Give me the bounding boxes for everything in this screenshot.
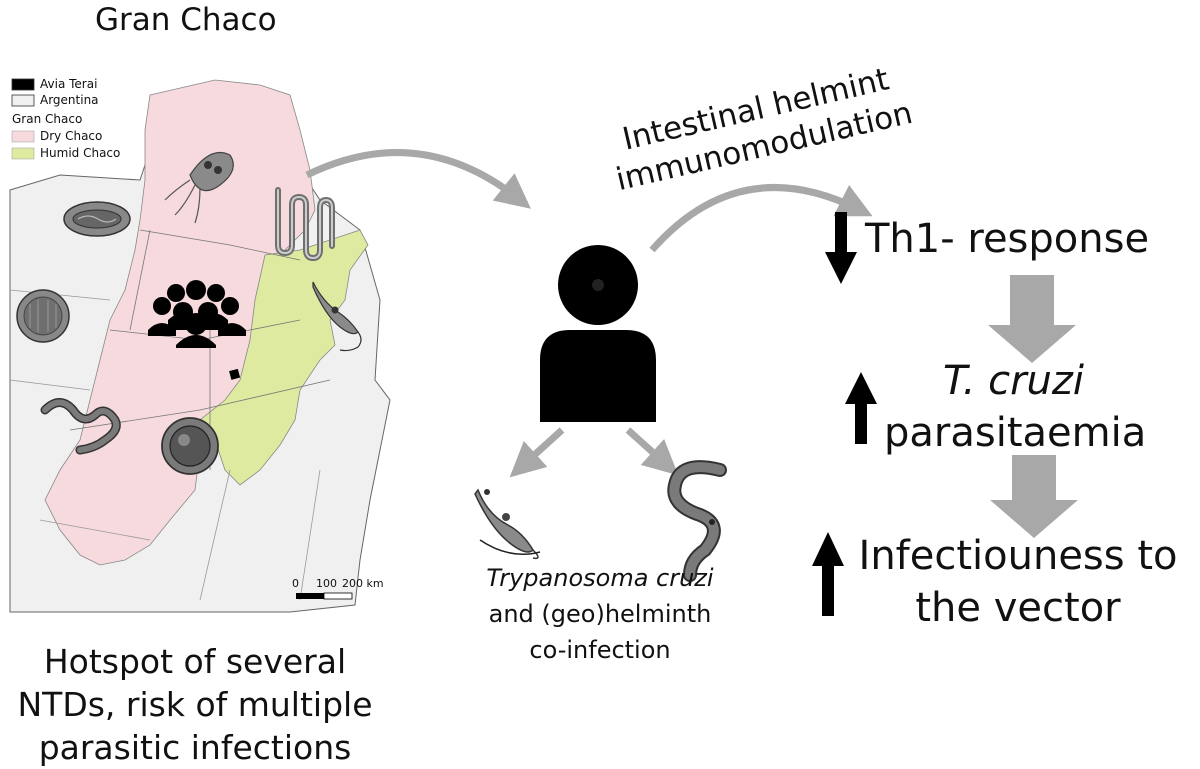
scale-bar — [296, 592, 353, 600]
cascade-arrow-1 — [988, 275, 1076, 363]
coinfection-line-2: co-infection — [529, 636, 671, 664]
legend-label-argentina: Argentina — [40, 93, 99, 107]
th1-response-label: Th1- response — [865, 216, 1150, 262]
helminth-egg-round-icon — [16, 289, 70, 343]
trypanosome-map-icon — [312, 281, 362, 352]
helminth-egg-oval-icon — [63, 201, 131, 237]
host-person-icon — [540, 245, 656, 422]
cascade-arrow-2 — [990, 455, 1078, 538]
infectiousness-up-arrow — [812, 532, 844, 616]
trypanosome-icon — [474, 488, 541, 560]
humid-chaco-region — [199, 229, 369, 486]
map-title: Gran Chaco — [95, 2, 277, 38]
hotspot-caption: Hotspot of several NTDs, risk of multipl… — [0, 640, 390, 769]
arrow-host-to-helminth — [625, 427, 679, 476]
th1-down-arrow — [825, 212, 857, 284]
legend-group-title: Gran Chaco — [12, 112, 83, 126]
coinfection-caption: Trypanosoma cruzi and (geo)helminth co-i… — [440, 560, 760, 668]
map — [9, 78, 391, 613]
giardia-icon — [164, 151, 234, 224]
coinfection-line-1: and (geo)helminth — [488, 600, 712, 628]
helminth-egg-large-icon — [161, 417, 219, 475]
scale-tick-200: 200 km — [342, 577, 384, 590]
arrow-host-to-trypanosome — [509, 427, 565, 478]
population-icon — [148, 280, 246, 348]
parasitaemia-species-label: T. cruzi — [943, 358, 1085, 404]
scale-tick-100: 100 — [316, 577, 337, 590]
arrow-map-to-host — [305, 149, 531, 209]
helminth-worm-icon — [667, 460, 727, 582]
legend-label-avia-terai: Avia Terai — [40, 77, 98, 91]
infectiousness-label: Infectiouness to the vector — [843, 530, 1193, 634]
avia-terai-marker — [229, 368, 241, 380]
hotspot-caption-line-3: parasitic infections — [38, 728, 352, 767]
scale-tick-0: 0 — [292, 577, 299, 590]
roundworm-map-icon — [40, 398, 121, 455]
infectiousness-line-1: Infectiouness to — [858, 533, 1178, 579]
infectiousness-line-2: the vector — [915, 585, 1121, 631]
coinfection-species: Trypanosoma cruzi — [486, 564, 714, 592]
parasitaemia-label: parasitaemia — [884, 410, 1147, 456]
hotspot-caption-line-2: NTDs, risk of multiple — [17, 685, 373, 724]
legend-label-humid-chaco: Humid Chaco — [40, 146, 121, 160]
legend-label-dry-chaco: Dry Chaco — [40, 129, 103, 143]
hotspot-caption-line-1: Hotspot of several — [43, 642, 347, 681]
parasitaemia-up-arrow — [845, 372, 877, 444]
arrow-host-to-th1 — [649, 184, 873, 253]
map-legend — [11, 78, 35, 160]
